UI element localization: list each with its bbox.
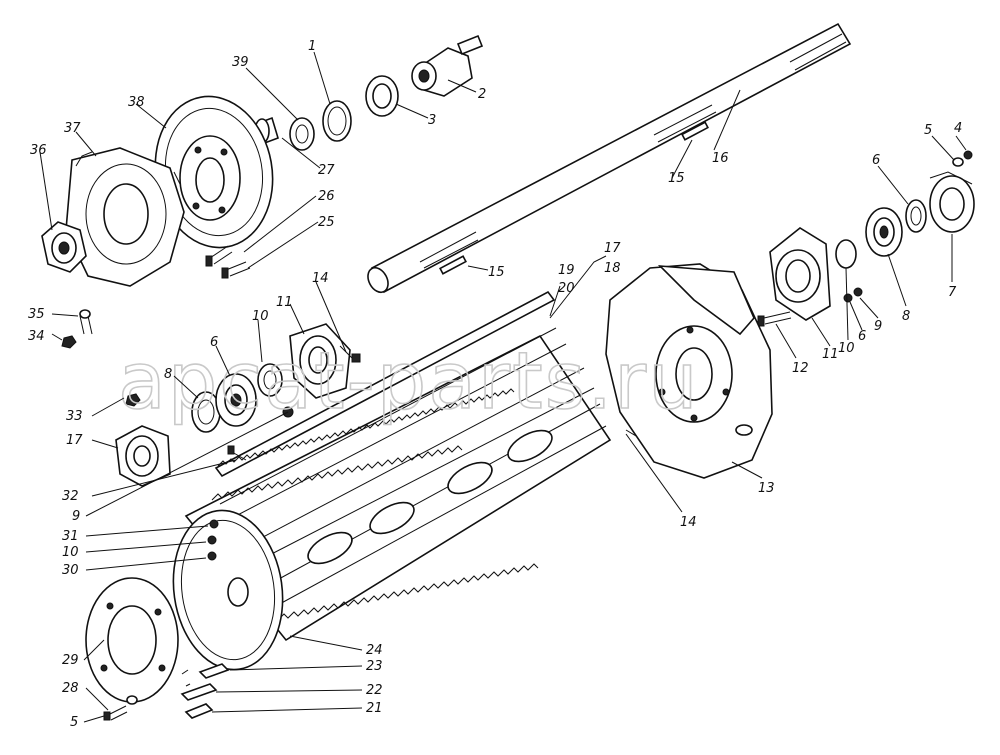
bearing-8-right <box>865 207 903 257</box>
callout-25: 25 <box>318 215 335 230</box>
drive-shaft <box>367 22 852 294</box>
callout-20: 20 <box>558 281 575 296</box>
callout-6-left: 6 <box>210 335 218 350</box>
seal-6-right <box>905 199 927 233</box>
callout-33: 33 <box>66 409 83 424</box>
callout-9-left: 9 <box>72 509 80 524</box>
leader-lines <box>39 51 967 723</box>
callout-7: 7 <box>948 285 957 300</box>
callout-15-mid: 15 <box>488 265 505 280</box>
callout-8-left: 8 <box>164 367 172 382</box>
bearing-8-left <box>215 373 257 427</box>
callout-16: 16 <box>712 151 729 166</box>
callout-23: 23 <box>366 659 383 674</box>
callout-35: 35 <box>28 307 45 322</box>
ring-9-right <box>835 239 857 269</box>
end-disc-13 <box>605 263 773 479</box>
bushing-39 <box>289 117 315 151</box>
hub-flange-36 <box>41 221 87 273</box>
callout-14-top: 14 <box>312 271 329 286</box>
callout-14-bottom: 14 <box>680 515 697 530</box>
bolt-14-left <box>339 345 361 363</box>
callout-3: 3 <box>428 113 436 128</box>
bolt-35 <box>79 309 93 335</box>
bearing-housing-11 <box>769 227 831 321</box>
callout-36: 36 <box>30 143 47 158</box>
callout-10-left: 10 <box>62 545 79 560</box>
callout-17-top: 17 <box>604 241 621 256</box>
sheave-disc-38 <box>154 95 274 249</box>
callout-31: 31 <box>62 529 79 544</box>
flange-bearing-17-left <box>115 425 171 487</box>
callout-13: 13 <box>758 481 775 496</box>
nut-34 <box>61 335 77 349</box>
callout-37: 37 <box>64 121 81 136</box>
callout-5-right: 5 <box>924 123 932 138</box>
callout-24: 24 <box>366 643 383 658</box>
callout-39: 39 <box>232 55 249 70</box>
washer-10-nut-6 <box>843 287 863 303</box>
bearing-housing-11-left <box>289 323 351 399</box>
bolts-25-26 <box>205 245 251 279</box>
bearing-housing-top <box>411 34 484 97</box>
callout-1: 1 <box>308 39 316 54</box>
callout-12: 12 <box>792 361 809 376</box>
seal-ring-1 <box>322 100 352 142</box>
callout-6-right: 6 <box>872 153 880 168</box>
nut-33 <box>125 393 141 407</box>
callout-10-right: 10 <box>838 341 855 356</box>
callout-22: 22 <box>366 683 383 698</box>
callout-8-right: 8 <box>902 309 910 324</box>
callout-6-mid: 6 <box>858 329 866 344</box>
ring-10-left <box>257 363 283 397</box>
ring-flange-29 <box>85 577 179 703</box>
callout-4: 4 <box>954 121 962 136</box>
callout-27: 27 <box>318 163 335 178</box>
callout-18: 18 <box>604 261 621 276</box>
callout-28: 28 <box>62 681 79 696</box>
watermark-text: apcat-parts.ru <box>118 337 700 427</box>
toothed-bar-19-20 <box>214 290 556 478</box>
callout-29: 29 <box>62 653 79 668</box>
callout-26: 26 <box>318 189 335 204</box>
nut-4-washer-5 <box>952 150 973 167</box>
callout-30: 30 <box>62 563 79 578</box>
strips-21-22-23 <box>180 663 230 719</box>
callout-38: 38 <box>128 95 145 110</box>
drum-rotor <box>172 327 612 671</box>
callout-17-left: 17 <box>66 433 83 448</box>
back-plate-37 <box>65 147 185 287</box>
callout-5-left: 5 <box>70 715 78 730</box>
bolt-12 <box>757 311 792 327</box>
callout-10-mid: 10 <box>252 309 269 324</box>
flange-bearing-7 <box>929 171 975 233</box>
callout-11-left: 11 <box>276 295 293 310</box>
callout-34: 34 <box>28 329 45 344</box>
callout-32: 32 <box>62 489 79 504</box>
callout-21: 21 <box>366 701 383 716</box>
callout-15-top: 15 <box>668 171 685 186</box>
bolt-5-washer-28 <box>103 695 138 721</box>
callout-9-right: 9 <box>874 319 882 334</box>
callout-11-right: 11 <box>822 347 839 362</box>
bearing-ring-3 <box>365 75 399 117</box>
callout-2: 2 <box>478 87 486 102</box>
callout-19: 19 <box>558 263 575 278</box>
callout-labels: 1 2 3 4 5 6 7 8 9 6 10 11 12 13 14 14 15… <box>28 39 962 730</box>
